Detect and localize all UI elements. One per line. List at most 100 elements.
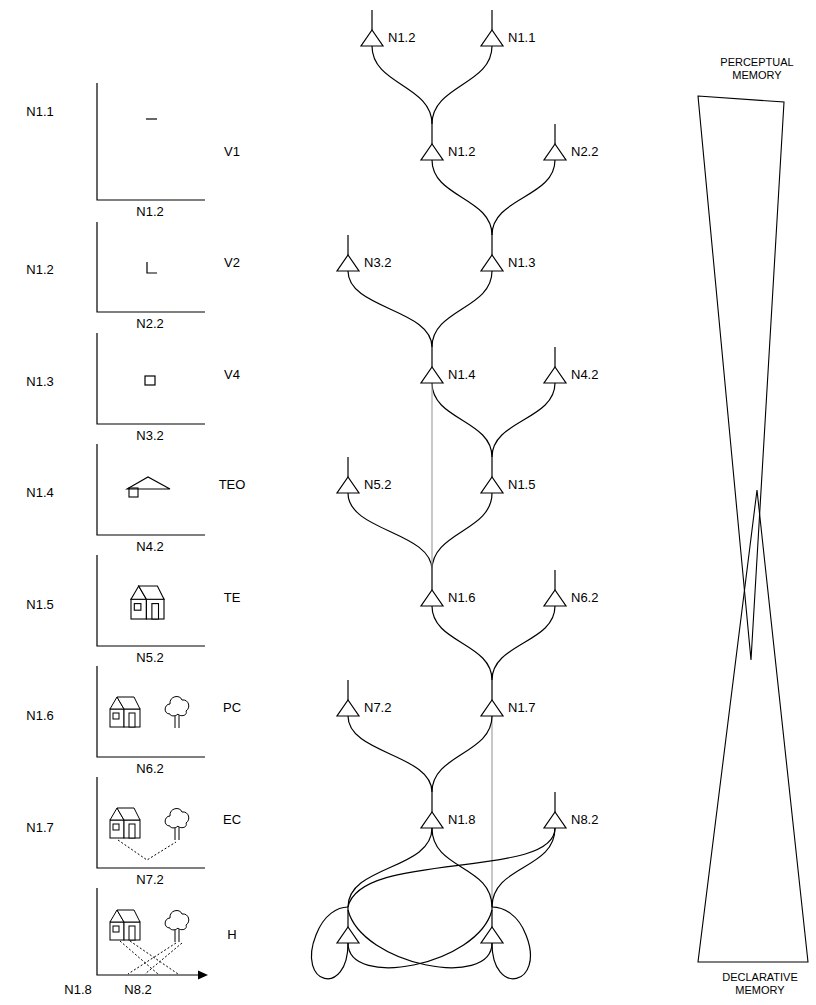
neuron-body xyxy=(421,144,443,160)
dendrite xyxy=(491,907,492,927)
dotted-relation xyxy=(118,840,176,860)
recurrent-collateral xyxy=(348,910,492,968)
neuron-symbol xyxy=(337,927,359,943)
axis-label: N1.2 xyxy=(26,262,53,278)
axon-connection xyxy=(492,606,555,680)
dendrite xyxy=(554,792,555,812)
neuron: N8.2 xyxy=(543,792,602,828)
neuron: N1.7 xyxy=(480,680,539,716)
dotted-relation xyxy=(120,941,182,974)
neuron-symbol xyxy=(480,10,504,46)
neuron-body xyxy=(337,477,359,493)
neuron-label: N5.2 xyxy=(364,477,391,493)
tree-symbol xyxy=(165,911,189,942)
memory-label: DECLARATIVE MEMORY xyxy=(712,971,808,997)
axis-arrowhead xyxy=(198,971,208,980)
axis-label: N2.2 xyxy=(136,316,163,332)
neuron-symbol xyxy=(543,570,567,606)
neuron-label: N3.2 xyxy=(364,255,391,271)
neuron: N4.2 xyxy=(543,347,602,383)
axon-connection xyxy=(432,493,492,570)
axis xyxy=(97,222,205,312)
house-symbol xyxy=(110,697,140,727)
dendrite xyxy=(491,235,492,255)
neuron-symbol xyxy=(420,347,444,383)
neuron: N1.6 xyxy=(420,570,479,606)
neuron-body xyxy=(544,590,566,606)
neuron-label: N1.4 xyxy=(448,367,475,383)
region-label: TE xyxy=(224,590,241,606)
axis-label: N1.7 xyxy=(26,820,53,836)
memory-label: PERCEPTUAL MEMORY xyxy=(709,56,805,82)
dendrite xyxy=(491,10,492,30)
tree-symbol xyxy=(165,697,189,728)
neuron: N1.1 xyxy=(480,10,539,46)
neuron-label: N4.2 xyxy=(571,367,598,383)
dendrite xyxy=(491,457,492,477)
house-symbol xyxy=(131,586,164,619)
tree-symbol xyxy=(165,809,189,840)
axis xyxy=(97,555,205,646)
dendrite xyxy=(554,124,555,144)
declarative-wedge xyxy=(698,490,808,962)
axis-label: N1.2 xyxy=(136,204,163,220)
neuron: N2.2 xyxy=(543,124,602,160)
dendrite xyxy=(431,347,432,367)
neuron-symbol xyxy=(543,124,567,160)
neuron-body xyxy=(544,144,566,160)
neuron-label: N8.2 xyxy=(571,812,598,828)
axis-label: N3.2 xyxy=(136,428,163,444)
corner-feature xyxy=(147,262,157,273)
region-label: PC xyxy=(223,700,241,716)
axis-label: N1.5 xyxy=(26,597,53,613)
neuron-label: N1.1 xyxy=(508,30,535,46)
neuron-label: N1.2 xyxy=(448,144,475,160)
dendrite xyxy=(554,347,555,367)
neuron-symbol xyxy=(543,347,567,383)
axis xyxy=(97,888,200,975)
neuron-symbol xyxy=(420,792,444,828)
neuron-label: N1.2 xyxy=(388,30,415,46)
axon-connection xyxy=(348,271,432,347)
neuron: N1.4 xyxy=(420,347,479,383)
square-feature xyxy=(145,376,155,385)
axis-label: N1.6 xyxy=(26,708,53,724)
neuron-label: N2.2 xyxy=(571,144,598,160)
axon-connection xyxy=(432,271,492,347)
region-label: EC xyxy=(223,812,241,828)
neuron-label: N1.3 xyxy=(508,255,535,271)
neuron-symbol xyxy=(420,570,444,606)
neuron-label: N1.8 xyxy=(448,812,475,828)
axis-label: N7.2 xyxy=(136,872,163,888)
axis-label: N4.2 xyxy=(136,539,163,555)
neuron-symbol xyxy=(336,680,360,716)
neuron-label: N6.2 xyxy=(571,590,598,606)
axon-connection xyxy=(432,160,492,235)
neuron-symbol xyxy=(480,457,504,493)
neuron: N1.3 xyxy=(480,235,539,271)
axon-connection xyxy=(492,160,555,235)
axis xyxy=(97,83,205,200)
axis-label: N1.3 xyxy=(26,374,53,390)
neuron-symbol xyxy=(336,235,360,271)
axon-connection xyxy=(432,716,492,792)
neuron: N3.2 xyxy=(336,235,395,271)
neuron-label: N1.7 xyxy=(508,700,535,716)
dendrite xyxy=(491,680,492,700)
axon-connection xyxy=(372,46,432,124)
axon-connection xyxy=(348,828,555,907)
dendrite xyxy=(347,680,348,700)
axon-connection xyxy=(492,383,555,457)
axon-connection xyxy=(348,828,432,907)
axis-label: N8.2 xyxy=(124,982,151,998)
axon-connection xyxy=(432,606,492,680)
neuron-body xyxy=(337,255,359,271)
axis-label: N1.1 xyxy=(26,104,53,120)
region-label: TEO xyxy=(219,477,246,493)
neuron: N7.2 xyxy=(336,680,395,716)
neuron-body xyxy=(481,700,503,716)
axis xyxy=(97,777,205,868)
